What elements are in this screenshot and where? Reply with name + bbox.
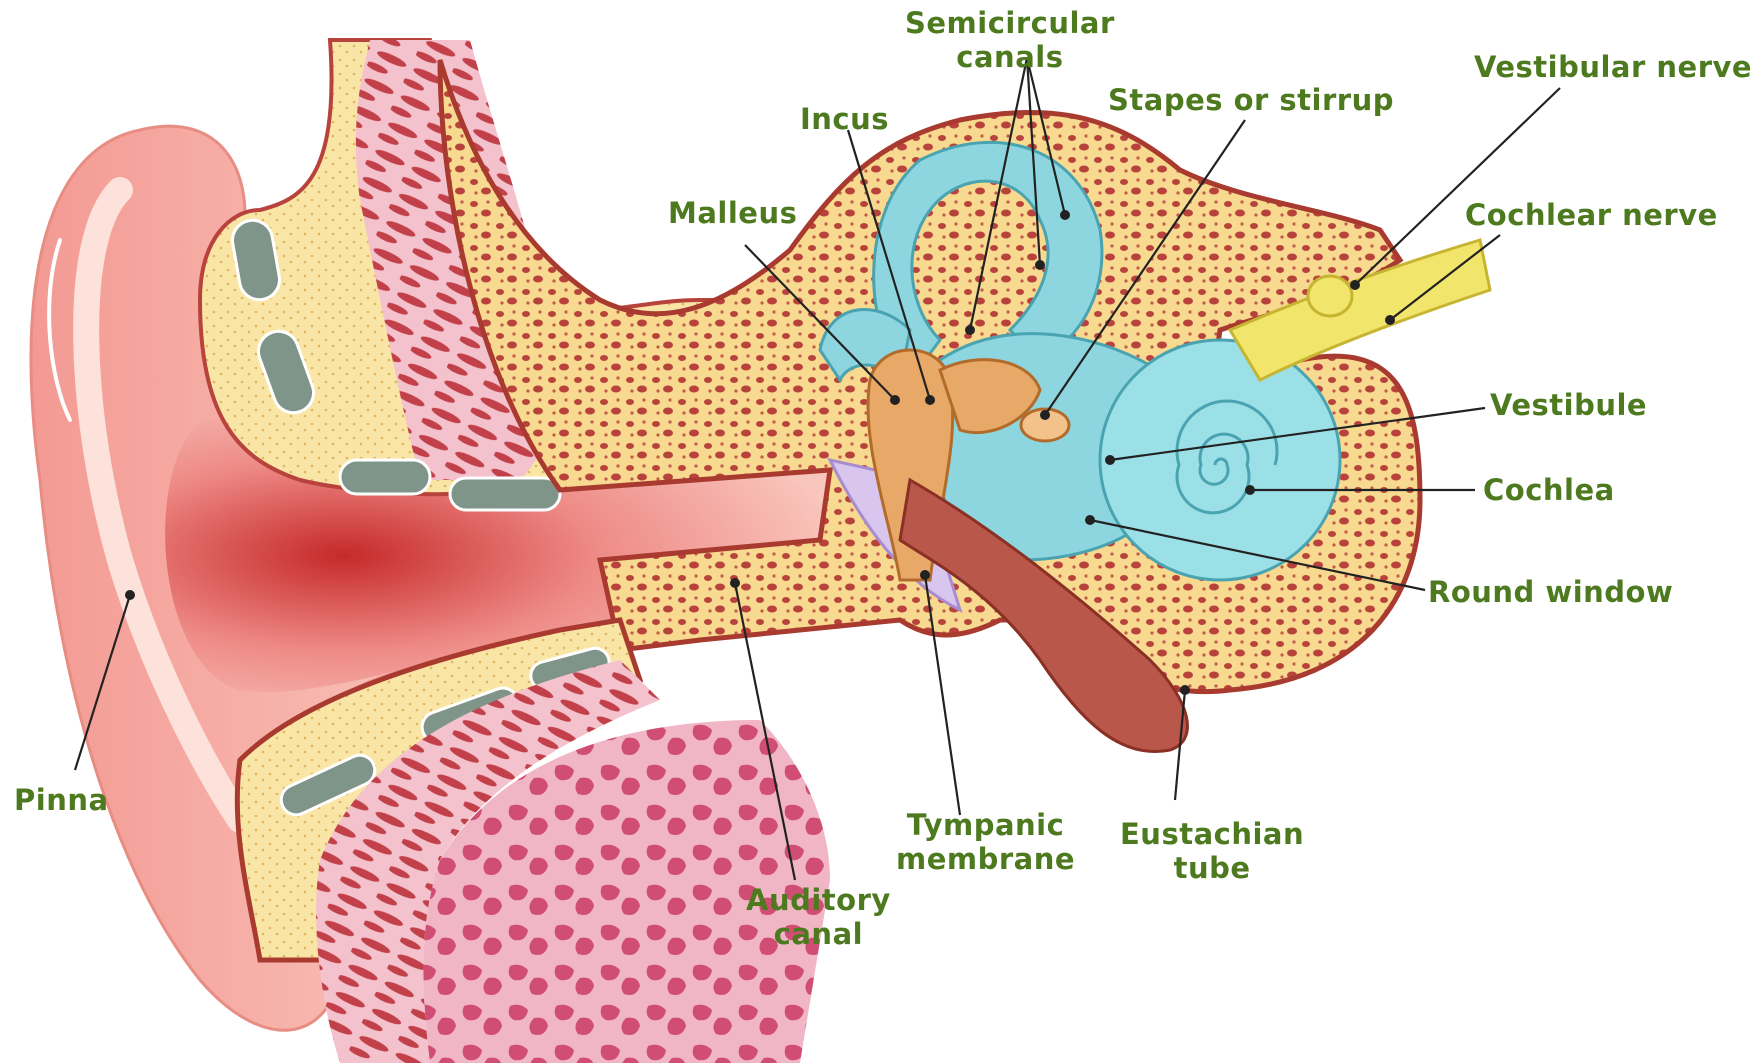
label-vestibular-nerve: Vestibular nerve (1474, 50, 1752, 84)
label-vestibule: Vestibule (1490, 388, 1647, 422)
label-cochlea: Cochlea (1483, 473, 1615, 507)
label-cochlear-nerve: Cochlear nerve (1465, 198, 1718, 232)
label-auditory-canal: Auditory canal (746, 883, 891, 951)
label-tympanic-membrane: Tympanic membrane (896, 808, 1075, 876)
label-eustachian-tube: Eustachian tube (1120, 817, 1304, 885)
label-semicircular-canals: Semicircular canals (905, 6, 1115, 74)
label-stapes: Stapes or stirrup (1108, 83, 1394, 117)
label-malleus: Malleus (668, 196, 797, 230)
label-pinna: Pinna (14, 783, 109, 817)
label-round-window: Round window (1428, 575, 1673, 609)
label-incus: Incus (800, 102, 889, 136)
